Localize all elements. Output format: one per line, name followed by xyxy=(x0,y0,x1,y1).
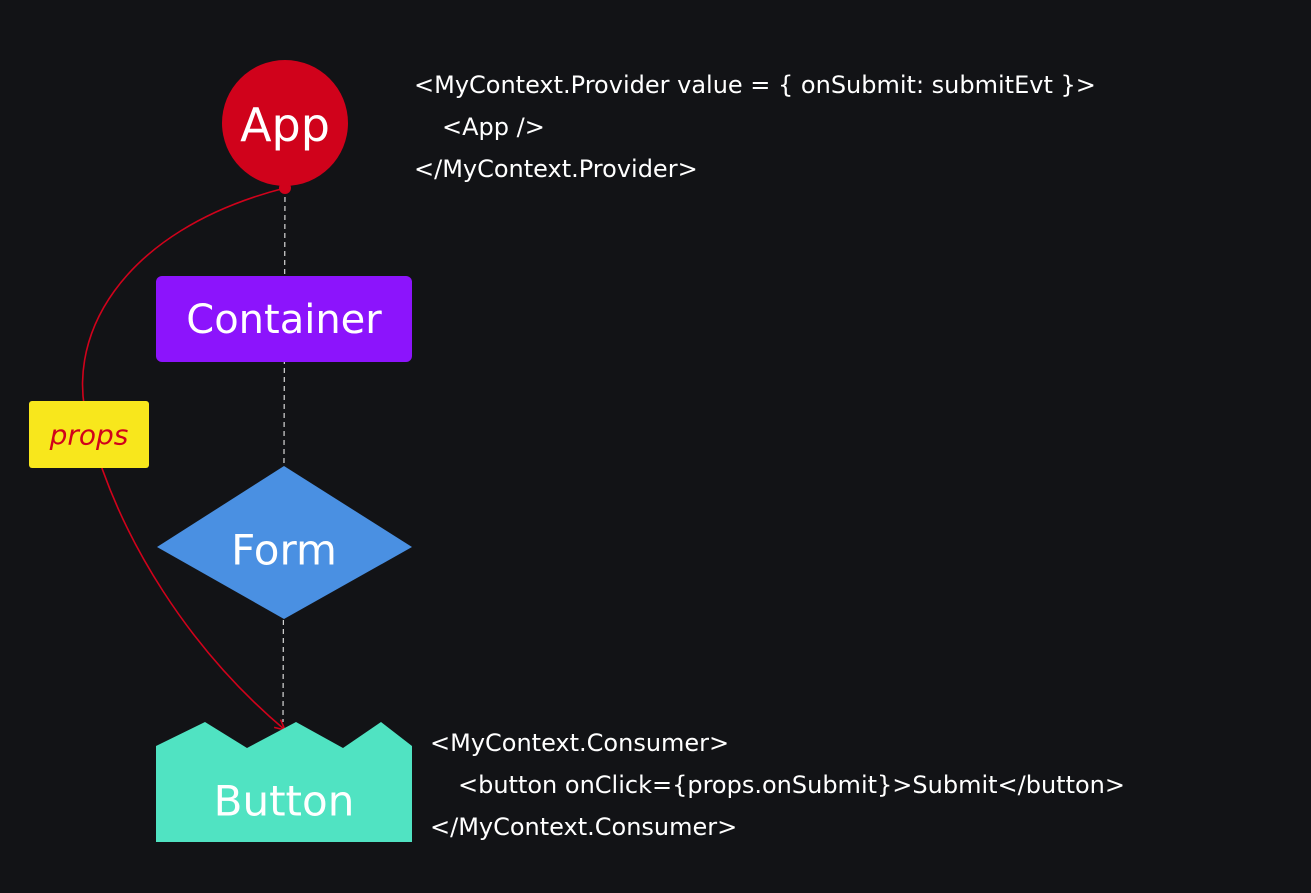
hierarchy-dashed-line xyxy=(282,187,286,723)
button-node[interactable]: Button xyxy=(156,722,412,842)
button-node-label: Button xyxy=(214,777,355,826)
props-label-text: props xyxy=(49,419,129,452)
app-node[interactable]: App xyxy=(222,60,348,186)
form-node-shape xyxy=(157,466,412,619)
provider-code-line: <App /> xyxy=(442,113,545,141)
provider-code-line: <MyContext.Provider value = { onSubmit: … xyxy=(414,71,1096,99)
container-node-shape xyxy=(156,276,412,362)
consumer-code-block: <MyContext.Consumer> <button onClick={pr… xyxy=(430,729,1125,841)
consumer-code-line: </MyContext.Consumer> xyxy=(430,813,737,841)
button-node-shape xyxy=(156,722,412,842)
container-node[interactable]: Container xyxy=(156,276,412,362)
props-label-box xyxy=(29,401,149,468)
provider-code-line: </MyContext.Provider> xyxy=(414,155,698,183)
provider-code-block: <MyContext.Provider value = { onSubmit: … xyxy=(414,71,1096,183)
props-edge-label: props xyxy=(29,401,149,468)
consumer-code-line: <MyContext.Consumer> xyxy=(430,729,729,757)
form-node-label: Form xyxy=(231,526,337,575)
app-node-label: App xyxy=(240,98,330,152)
form-node[interactable]: Form xyxy=(157,466,412,619)
container-node-label: Container xyxy=(186,297,382,343)
consumer-code-line: <button onClick={props.onSubmit}>Submit<… xyxy=(458,771,1125,799)
app-node-shape xyxy=(222,60,348,186)
